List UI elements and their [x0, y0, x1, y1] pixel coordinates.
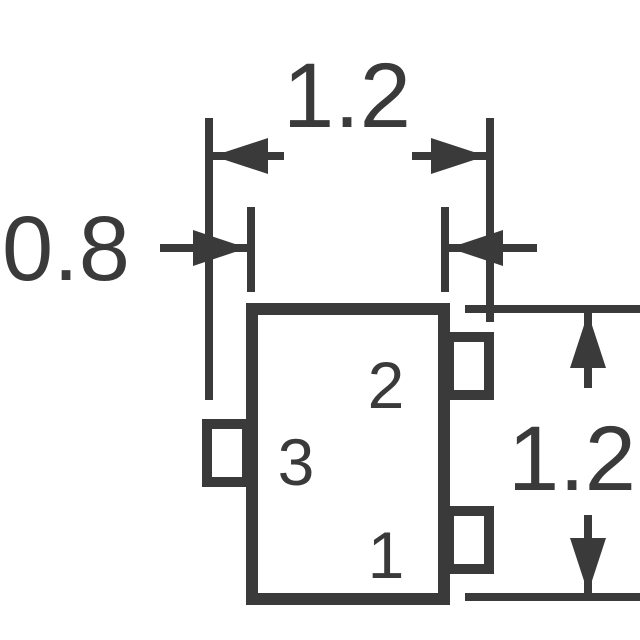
arrowhead-width-left: [213, 138, 268, 174]
pin-label-2: 2: [368, 348, 405, 422]
pin-label-3: 3: [278, 425, 315, 499]
arrowhead-height-bottom: [570, 538, 606, 593]
dimension-label-pad-width: 0.8: [2, 198, 130, 300]
arrowhead-pad-left: [193, 230, 247, 266]
arrowhead-height-top: [570, 313, 606, 368]
dimension-label-width: 1.2: [283, 45, 411, 147]
arrowhead-width-right: [431, 138, 486, 174]
arrowhead-pad-right: [449, 230, 503, 266]
lead-pin-2: [444, 332, 494, 400]
lead-pin-3: [202, 419, 252, 487]
dimension-label-height: 1.2: [508, 408, 636, 510]
lead-pin-1: [444, 506, 494, 574]
pin-label-1: 1: [368, 518, 405, 592]
